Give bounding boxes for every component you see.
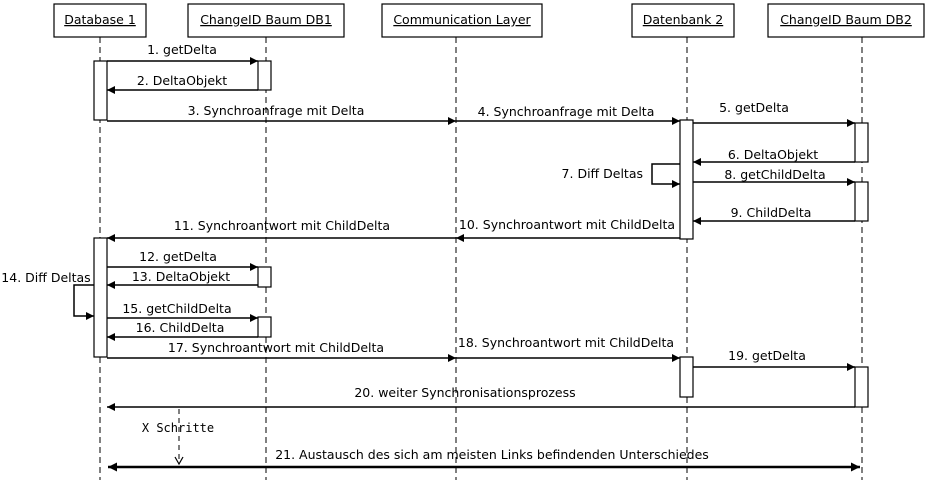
message-label-10: 10. Synchroantwort mit ChildDelta xyxy=(459,217,675,232)
message-label-13: 13. DeltaObjekt xyxy=(132,269,230,284)
message-label-8: 8. getChildDelta xyxy=(724,167,825,182)
message-label-11: 11. Synchroantwort mit ChildDelta xyxy=(174,218,390,233)
activation-cid1-2 xyxy=(257,266,272,288)
activation-cid1-1 xyxy=(257,60,272,91)
participant-changeid-baum-db2: ChangeID Baum DB2 xyxy=(767,3,925,38)
message-label-12: 12. getDelta xyxy=(139,249,217,264)
activation-cid2-2 xyxy=(854,181,869,222)
participant-label: Communication Layer xyxy=(393,12,531,27)
participant-datenbank-2: Datenbank 2 xyxy=(631,3,735,38)
activation-cid1-3 xyxy=(257,316,272,338)
activation-cid2-1 xyxy=(854,122,869,163)
message-label-6: 6. DeltaObjekt xyxy=(728,147,818,162)
participant-label: ChangeID Baum DB1 xyxy=(200,12,332,27)
message-label-9: 9. ChildDelta xyxy=(731,205,812,220)
message-label-1: 1. getDelta xyxy=(147,42,217,57)
activation-cid2-3 xyxy=(854,366,869,408)
message-label-4: 4. Synchroanfrage mit Delta xyxy=(478,104,655,119)
participant-label: ChangeID Baum DB2 xyxy=(780,12,912,27)
participant-changeid-baum-db1: ChangeID Baum DB1 xyxy=(187,3,345,38)
participant-label: Database 1 xyxy=(64,12,136,27)
activation-db2-1 xyxy=(679,119,694,240)
message-label-15: 15. getChildDelta xyxy=(122,301,231,316)
activation-db2-2 xyxy=(679,356,694,398)
message-label-2: 2. DeltaObjekt xyxy=(137,73,227,88)
participant-communication-layer: Communication Layer xyxy=(381,3,543,38)
message-label-17: 17. Synchroantwort mit ChildDelta xyxy=(168,340,384,355)
steps-note: X Schritte xyxy=(142,421,214,435)
message-arrow-14 xyxy=(73,284,94,320)
message-label-19: 19. getDelta xyxy=(728,348,806,363)
message-label-7: 7. Diff Deltas xyxy=(562,166,643,181)
activation-db1-1 xyxy=(93,60,108,121)
activation-db1-2 xyxy=(93,237,108,358)
message-label-3: 3. Synchroanfrage mit Delta xyxy=(188,103,365,118)
participant-label: Datenbank 2 xyxy=(643,12,723,27)
message-label-16: 16. ChildDelta xyxy=(136,320,225,335)
message-label-18: 18. Synchroantwort mit ChildDelta xyxy=(458,335,674,350)
message-label-14: 14. Diff Deltas xyxy=(1,270,90,285)
message-label-20: 20. weiter Synchronisationsprozess xyxy=(354,385,575,400)
message-label-5: 5. getDelta xyxy=(719,100,789,115)
message-arrow-7 xyxy=(651,163,680,188)
message-label-21: 21. Austausch des sich am meisten Links … xyxy=(275,447,709,462)
participant-database-1: Database 1 xyxy=(53,3,147,38)
